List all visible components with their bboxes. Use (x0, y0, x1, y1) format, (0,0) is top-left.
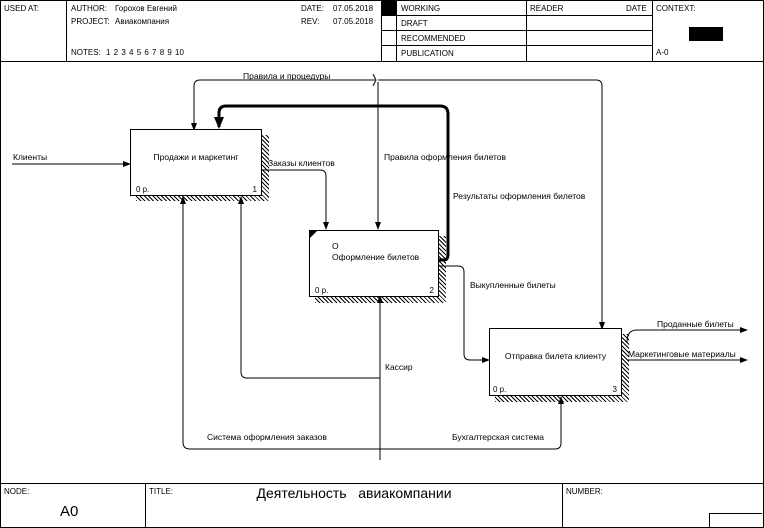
arrow-orders (262, 169, 329, 230)
working-status-marker (382, 1, 396, 15)
arrow-accounting (380, 396, 564, 450)
box-3-title: Отправка билета клиенту (504, 351, 607, 361)
footer-page-box (709, 513, 762, 527)
box-2-corner-mark (310, 231, 317, 238)
label-bought: Выкупленные билеты (470, 280, 556, 290)
status-working: WORKING (401, 4, 441, 13)
rev-label: REV: (301, 17, 320, 26)
label-sold: Проданные билеты (657, 319, 734, 329)
footer-top-line (0, 483, 763, 484)
title-label: TITLE: (149, 487, 174, 496)
arrow-rules-bus (191, 79, 375, 131)
box-1-number: 1 (252, 185, 257, 194)
header-divider (652, 0, 653, 61)
reader-label: READER (530, 4, 564, 13)
footer-divider (145, 483, 146, 527)
box-2-cost: 0 р. (315, 286, 329, 295)
project-label: PROJECT: (71, 17, 110, 26)
header-divider (66, 0, 67, 61)
footer-divider (562, 483, 563, 527)
rev-value: 07.05.2018 (333, 17, 374, 26)
author-label: AUTHOR: (71, 4, 107, 13)
status-row-line (381, 30, 652, 31)
node-label: NODE: (4, 487, 30, 496)
project-value: Авиакомпания (115, 17, 170, 26)
arrow-order-system (180, 196, 380, 450)
arrow-bought (439, 265, 490, 363)
label-order-system: Система оформления заказов (207, 432, 327, 442)
context-node: A-0 (656, 48, 669, 57)
label-ticket-rules: Правила оформления билетов (384, 152, 507, 162)
box-1-cost: 0 р. (136, 185, 150, 194)
label-results: Результаты оформления билетов (453, 191, 586, 201)
label-rules: Правила и процедуры (243, 71, 331, 81)
context-label: CONTEXT: (656, 4, 696, 13)
box-2-title: Оформление билетов (332, 252, 420, 262)
status-publication: PUBLICATION (401, 49, 454, 58)
notes-numbers: 1 2 3 4 5 6 7 8 9 10 (106, 48, 184, 57)
arrow-rules-to-box3 (378, 79, 605, 330)
box-2-number: 2 (429, 286, 434, 295)
number-label: NUMBER: (566, 487, 603, 496)
arrow-results-feedback (214, 104, 450, 262)
activity-box-1[interactable]: Продажи и маркетинг 0 р. 1 (130, 129, 262, 196)
context-thumbnail (689, 27, 723, 41)
box-3-number: 3 (612, 385, 617, 394)
box-1-title: Продажи и маркетинг (153, 152, 239, 162)
author-value: Горохов Евгений (115, 4, 178, 13)
status-recommended: RECOMMENDED (401, 34, 466, 43)
label-marketing: Маркетинговые материалы (628, 349, 736, 359)
box-2-title-prefix: О (332, 241, 339, 251)
label-clients: Клиенты (13, 152, 48, 162)
node-value: A0 (60, 503, 79, 520)
arrow-rules-tunnel (372, 73, 377, 87)
used-at-label: USED AT: (4, 4, 39, 13)
status-row-line (381, 45, 652, 46)
arrow-sold (626, 327, 748, 343)
arrow-cashier-to-box1 (238, 196, 380, 379)
activity-box-2[interactable]: О Оформление билетов 0 р. 2 (309, 230, 439, 297)
diagram-title: Деятельность авиакомпании (256, 485, 452, 501)
notes-label: NOTES: (71, 48, 101, 57)
header-bottom-line (0, 61, 763, 62)
date-value: 07.05.2018 (333, 4, 374, 13)
label-cashier: Кассир (385, 362, 413, 372)
reader-date-label: DATE (626, 4, 647, 13)
label-orders: Заказы клиентов (268, 158, 335, 168)
activity-box-3[interactable]: Отправка билета клиенту 0 р. 3 (489, 328, 622, 396)
box-3-cost: 0 р. (493, 385, 507, 394)
status-draft: DRAFT (401, 19, 428, 28)
date-label: DATE: (301, 4, 324, 13)
label-accounting: Бухгалтерская система (452, 432, 544, 442)
status-row-line (381, 15, 652, 16)
